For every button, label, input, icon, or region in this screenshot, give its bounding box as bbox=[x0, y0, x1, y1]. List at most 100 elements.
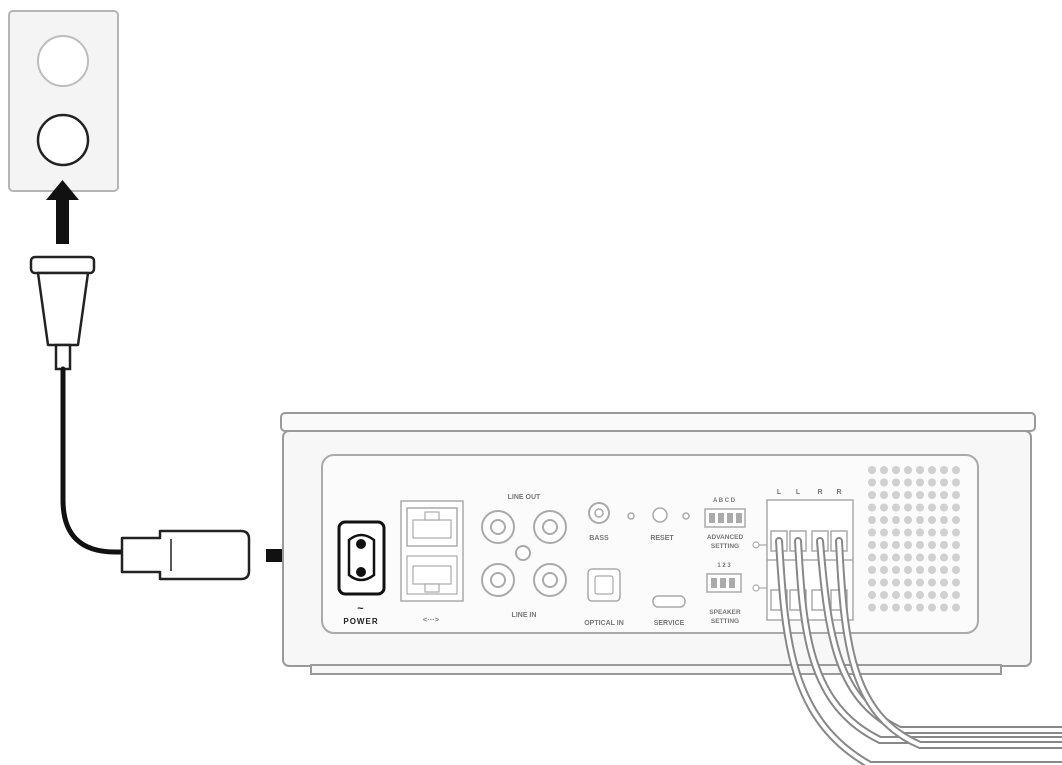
grille-dot bbox=[928, 503, 936, 512]
grille-dot bbox=[952, 516, 960, 524]
grille-dot bbox=[940, 566, 948, 574]
grille-dot bbox=[892, 566, 900, 574]
reset-label: RESET bbox=[650, 535, 674, 542]
reset-button bbox=[652, 507, 668, 523]
grille-dot bbox=[928, 553, 936, 562]
grille-dot bbox=[904, 603, 912, 612]
grille-dot bbox=[940, 491, 948, 499]
grille-dot bbox=[940, 466, 948, 474]
grille-dot bbox=[916, 591, 924, 599]
grille-dot bbox=[892, 491, 900, 499]
service-port bbox=[652, 595, 686, 608]
grille-dot bbox=[904, 578, 912, 587]
advanced-setting-switches bbox=[704, 508, 746, 528]
amplifier-device: ~ POWER <···> LINE OUT LINE IN BASS bbox=[280, 412, 1036, 675]
grille-dot bbox=[940, 603, 948, 612]
grille-dot bbox=[880, 478, 888, 487]
advanced-setting-label-2: SETTING bbox=[711, 543, 739, 550]
grille-dot bbox=[880, 591, 888, 599]
dip-abcd-label: A B C D bbox=[713, 498, 736, 504]
grille-dot bbox=[892, 516, 900, 524]
grille-dot bbox=[916, 603, 924, 612]
grille-dot bbox=[952, 503, 960, 512]
ethernet-label: <···> bbox=[423, 615, 440, 624]
grille-dot bbox=[904, 541, 912, 549]
grille-dot bbox=[892, 553, 900, 562]
speaker-setting-label-2: SETTING bbox=[711, 618, 739, 625]
grille-dot bbox=[892, 503, 900, 512]
grille-dot bbox=[940, 541, 948, 549]
grille-dot bbox=[880, 503, 888, 512]
line-in-label: LINE IN bbox=[512, 612, 537, 619]
grille-dot bbox=[916, 503, 924, 512]
grille-dot bbox=[904, 503, 912, 512]
optical-in-label: OPTICAL IN bbox=[584, 620, 624, 627]
grille-dot bbox=[952, 528, 960, 537]
grille-dot bbox=[880, 553, 888, 562]
grille-dot bbox=[868, 491, 876, 499]
grille-dot bbox=[928, 516, 936, 524]
grille-dot bbox=[928, 541, 936, 549]
wall-outlet-icon bbox=[8, 10, 119, 192]
grille-dot bbox=[904, 478, 912, 487]
dip-123-label: 1 2 3 bbox=[717, 563, 731, 569]
grille-dot bbox=[952, 566, 960, 574]
grille-dot bbox=[928, 591, 936, 599]
grille-dot bbox=[952, 578, 960, 587]
grille-dot bbox=[904, 553, 912, 562]
speaker-setting-switches bbox=[706, 573, 742, 593]
grille-dot bbox=[904, 591, 912, 599]
grille-dot bbox=[952, 478, 960, 487]
grille-dot bbox=[880, 491, 888, 499]
grille-dot bbox=[868, 578, 876, 587]
grille-dot bbox=[952, 603, 960, 612]
grille-dot bbox=[916, 491, 924, 499]
bass-label: BASS bbox=[589, 535, 609, 542]
speaker-setting-label: SPEAKER bbox=[709, 609, 741, 616]
grille-dot bbox=[904, 491, 912, 499]
grille-dot bbox=[916, 516, 924, 524]
grille-dot bbox=[892, 528, 900, 537]
grille-dot bbox=[880, 528, 888, 537]
grille-dot bbox=[892, 478, 900, 487]
grille-dot bbox=[868, 478, 876, 487]
grille-dot bbox=[892, 466, 900, 474]
grille-dot bbox=[916, 478, 924, 487]
power-inlet bbox=[337, 520, 386, 596]
grille-dot bbox=[928, 603, 936, 612]
power-label: POWER bbox=[343, 617, 378, 626]
service-label: SERVICE bbox=[654, 620, 685, 627]
grille-dot bbox=[868, 591, 876, 599]
grille-dot bbox=[892, 591, 900, 599]
grille-dot bbox=[880, 466, 888, 474]
grille-dot bbox=[916, 566, 924, 574]
grille-dot bbox=[868, 541, 876, 549]
grille-dot bbox=[868, 516, 876, 524]
terminal-label-r2: R bbox=[836, 489, 841, 496]
speaker-wire-icon bbox=[775, 537, 1062, 765]
grille-dot bbox=[892, 578, 900, 587]
terminal-label-r1: R bbox=[817, 489, 822, 496]
power-cord-icon bbox=[60, 366, 127, 555]
grille-dot bbox=[880, 603, 888, 612]
ethernet-ports bbox=[400, 500, 464, 602]
grille-dot bbox=[952, 591, 960, 599]
grille-dot bbox=[940, 516, 948, 524]
speaker-grille bbox=[868, 466, 960, 612]
arrow-up-icon bbox=[46, 180, 79, 244]
grille-dot bbox=[868, 528, 876, 537]
grille-dot bbox=[916, 541, 924, 549]
grille-dot bbox=[952, 541, 960, 549]
grille-dot bbox=[892, 603, 900, 612]
grille-dot bbox=[928, 491, 936, 499]
grille-dot bbox=[928, 578, 936, 587]
grille-dot bbox=[940, 553, 948, 562]
grille-dot bbox=[880, 566, 888, 574]
line-out-label: LINE OUT bbox=[508, 494, 541, 501]
grille-dot bbox=[880, 516, 888, 524]
grille-dot bbox=[928, 528, 936, 537]
grille-dot bbox=[868, 553, 876, 562]
grille-dot bbox=[880, 578, 888, 587]
terminal-label-l2: L bbox=[796, 489, 801, 496]
grille-dot bbox=[916, 553, 924, 562]
